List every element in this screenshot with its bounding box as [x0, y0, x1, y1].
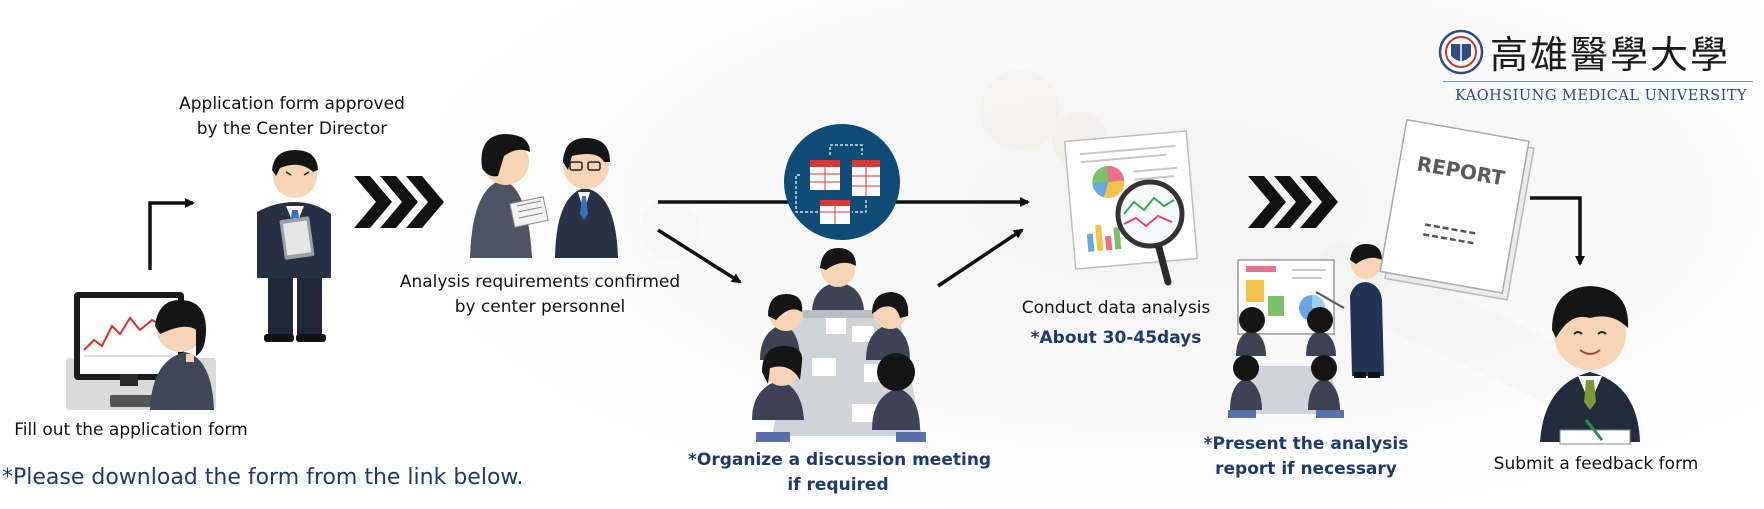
analysis-duration-note: *About 30-45days	[1030, 328, 1202, 348]
flow-arrow-3	[657, 228, 742, 284]
data-tables-icon	[784, 124, 900, 240]
flow-arrow-1	[148, 198, 195, 270]
chevron-arrows-1-icon	[354, 176, 444, 228]
step-analysis-label: Conduct data analysis	[1021, 298, 1211, 318]
meeting-group-icon	[752, 248, 926, 442]
background-decor	[640, 70, 1609, 416]
step-present-note: *Present the analysis report if necessar…	[1203, 434, 1409, 479]
consultation-icon	[470, 134, 618, 258]
computer-user-icon	[66, 292, 216, 410]
step-requirements-label: Analysis requirements confirmed by cente…	[399, 272, 681, 317]
university-name-english: KAOHSIUNG MEDICAL UNIVERSITY	[1455, 88, 1748, 104]
step-approved-label: Application form approved by the Center …	[179, 94, 405, 139]
data-analysis-icon	[1063, 130, 1199, 286]
feedback-person-icon	[1540, 286, 1640, 445]
chevron-arrows-2-icon	[1248, 176, 1338, 228]
flow-arrow-4	[937, 228, 1024, 288]
step-feedback-label: Submit a feedback form	[1493, 454, 1699, 474]
university-name-chinese: 高雄醫學大學	[1490, 33, 1731, 77]
logo-divider	[1443, 81, 1753, 82]
university-seal-icon	[1438, 29, 1484, 75]
step-meeting-note: *Organize a discussion meeting if requir…	[688, 450, 992, 495]
download-note[interactable]: *Please download the form from the link …	[2, 465, 524, 490]
report-document-icon: REPORT	[1379, 118, 1535, 301]
director-icon	[257, 150, 331, 342]
presentation-icon	[1228, 244, 1384, 418]
step-fill-form-label: Fill out the application form	[14, 420, 248, 440]
flow-arrow-5	[1530, 196, 1585, 266]
